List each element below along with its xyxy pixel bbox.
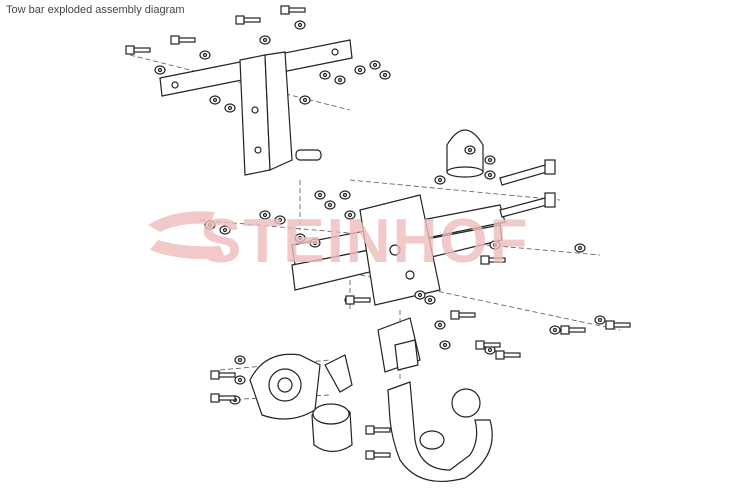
washer-hole	[357, 67, 363, 73]
ball-mount-bracket	[377, 317, 421, 373]
bolt-shank	[353, 297, 371, 303]
washer-hole	[427, 297, 433, 303]
washer-hole	[437, 177, 443, 183]
washer-hole	[442, 342, 448, 348]
washer-hole	[277, 217, 283, 223]
washer-hole	[467, 147, 473, 153]
bolt-shank	[218, 372, 236, 378]
electrical-socket	[311, 403, 353, 453]
towball-neck	[387, 381, 493, 482]
vertical-bracket	[239, 51, 293, 176]
washer-hole	[312, 240, 318, 246]
washer-hole	[237, 357, 243, 363]
washer-hole	[322, 72, 328, 78]
bolt-head-icon	[560, 325, 570, 335]
spacer-tube	[295, 149, 322, 161]
bolt-shank	[218, 395, 236, 401]
bolt-head-icon	[125, 45, 135, 55]
washer-hole	[227, 105, 233, 111]
bolt-shank	[373, 427, 391, 433]
bolt-shank	[613, 322, 631, 328]
washer-hole	[437, 322, 443, 328]
washer-hole	[327, 202, 333, 208]
bolt-shank	[243, 17, 261, 23]
bolt-shank	[178, 37, 196, 43]
washer-hole	[297, 22, 303, 28]
diagram-title: Tow bar exploded assembly diagram	[6, 4, 185, 16]
bolt-head-icon	[605, 320, 615, 330]
washer-hole	[212, 97, 218, 103]
washer-hole	[417, 292, 423, 298]
washer-hole	[317, 192, 323, 198]
washer-hole	[487, 172, 493, 178]
washer-hole	[262, 37, 268, 43]
washer-hole	[222, 227, 228, 233]
bolt-head-icon	[235, 15, 245, 25]
bolt-shank	[288, 7, 306, 13]
socket-plate	[249, 353, 353, 420]
bolt-shank	[503, 352, 521, 358]
washer-hole	[552, 327, 558, 333]
bolt-shank	[458, 312, 476, 318]
bolt-shank	[483, 342, 501, 348]
washer-hole	[237, 377, 243, 383]
washer-hole	[157, 67, 163, 73]
washer-hole	[337, 77, 343, 83]
washer-hole	[342, 192, 348, 198]
bolt-head-icon	[210, 393, 220, 403]
washer-hole	[487, 157, 493, 163]
washer-hole	[382, 72, 388, 78]
long-bolts	[499, 159, 556, 218]
watermark-text: STEINHOF	[200, 207, 529, 276]
bolt-head-icon	[345, 295, 355, 305]
bolt-head-icon	[280, 5, 290, 15]
washer-hole	[347, 212, 353, 218]
bolt-head-icon	[475, 340, 485, 350]
washer-hole	[262, 212, 268, 218]
washer-hole	[297, 235, 303, 241]
ball-cover-cap	[446, 129, 484, 178]
bolt-head-icon	[365, 450, 375, 460]
bolt-shank	[488, 257, 506, 263]
bolt-head-icon	[210, 370, 220, 380]
bolt-shank	[373, 452, 391, 458]
bolt-head-icon	[365, 425, 375, 435]
bolt-shank	[568, 327, 586, 333]
watermark-swoosh	[148, 211, 225, 259]
washer-hole	[372, 62, 378, 68]
bolt-head-icon	[170, 35, 180, 45]
washer-hole	[302, 97, 308, 103]
bolt-head-icon	[450, 310, 460, 320]
washer-hole	[492, 242, 498, 248]
washer-hole	[597, 317, 603, 323]
main-crossbar	[291, 194, 506, 306]
bolt-head-icon	[495, 350, 505, 360]
fasteners	[125, 5, 631, 460]
washer-hole	[577, 245, 583, 251]
bolt-shank	[133, 47, 151, 53]
washer-hole	[202, 52, 208, 58]
washer-hole	[487, 347, 493, 353]
steinhof-watermark: STEINHOF	[148, 207, 529, 276]
